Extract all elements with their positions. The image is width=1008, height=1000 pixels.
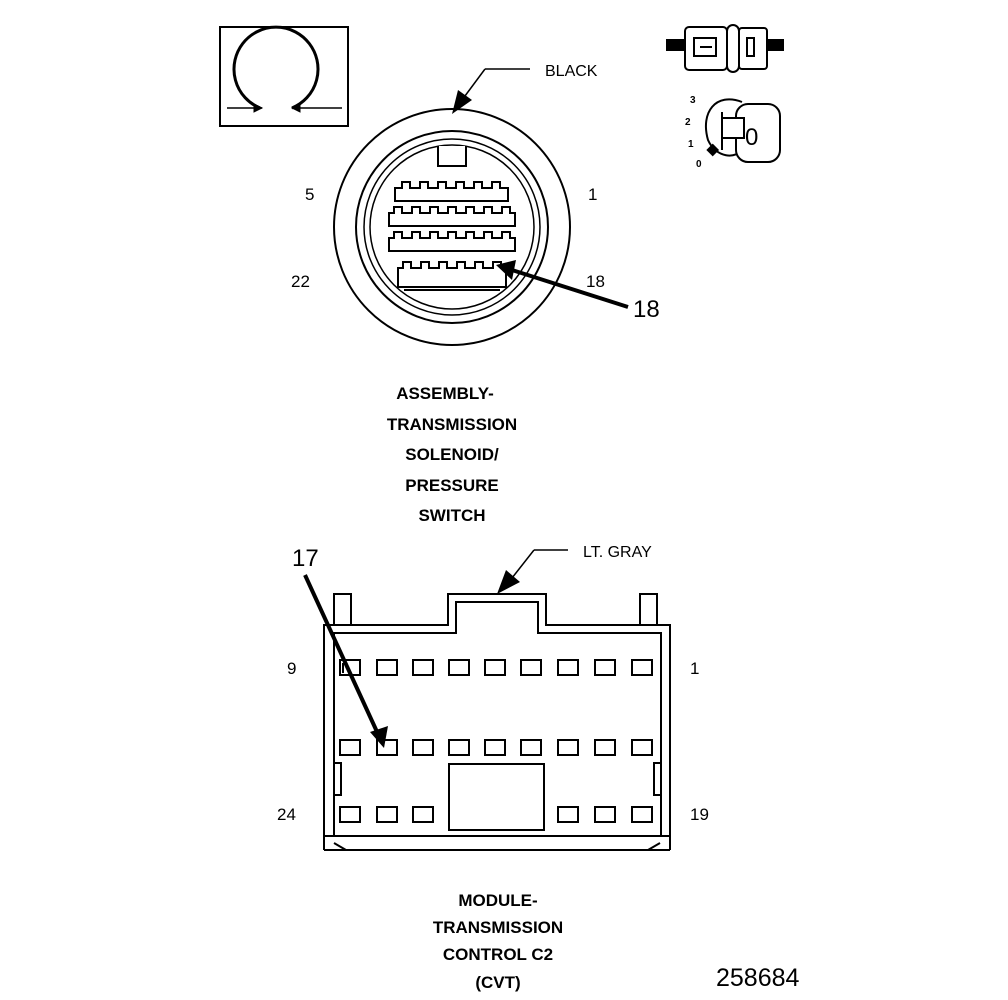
connector-color-lt-gray: LT. GRAY (583, 544, 652, 561)
caption-top-line-4: PRESSURE (405, 476, 499, 495)
caption-top-line-3: SOLENOID/ (405, 445, 499, 464)
callout-18: 18 (633, 296, 660, 323)
pin-label-19: 19 (690, 805, 709, 824)
key-position-1: 1 (688, 139, 694, 150)
pin-label-1-bottom: 1 (690, 659, 699, 678)
cavity-row-3 (388, 231, 516, 252)
caption-bottom-line-4: (CVT) (475, 973, 520, 992)
pin-label-1: 1 (588, 185, 597, 204)
lt-gray-leader (497, 549, 568, 594)
key-position-3: 3 (690, 95, 696, 106)
cavity-row-top (339, 659, 653, 676)
pin-label-22: 22 (291, 272, 310, 291)
connector-view-icon (219, 25, 349, 127)
cavity-row-1 (394, 181, 509, 202)
inline-connector-icon (666, 24, 784, 73)
key-label: 0 (745, 124, 758, 151)
key-position-2: 2 (685, 117, 691, 128)
caption-top-line-5: SWITCH (418, 506, 485, 525)
callout-17: 17 (292, 545, 319, 572)
pin-label-5: 5 (305, 185, 314, 204)
black-leader (452, 68, 530, 114)
ignition-key-icon: 3 2 1 0 0 (685, 95, 781, 170)
callout-18-arrow (496, 260, 629, 309)
connector-color-black: BLACK (545, 63, 598, 80)
caption-top-line-1: ASSEMBLY- (396, 384, 494, 403)
rectangular-connector (323, 593, 671, 851)
callout-17-arrow (303, 574, 388, 748)
cavity-row-bottom (339, 806, 653, 823)
cavity-row-middle (339, 739, 653, 756)
key-position-0: 0 (696, 159, 702, 170)
pin-label-18: 18 (586, 272, 605, 291)
pin-label-9: 9 (287, 659, 296, 678)
figure-id: 258684 (716, 964, 800, 992)
caption-top-line-2: TRANSMISSION (387, 415, 517, 434)
caption-bottom-line-1: MODULE- (458, 891, 537, 910)
caption-bottom-line-2: TRANSMISSION (433, 918, 563, 937)
round-connector (333, 108, 571, 346)
cavity-row-4 (397, 261, 507, 291)
pin-label-24: 24 (277, 805, 296, 824)
cavity-row-2 (388, 206, 516, 227)
caption-bottom-line-3: CONTROL C2 (443, 945, 553, 964)
